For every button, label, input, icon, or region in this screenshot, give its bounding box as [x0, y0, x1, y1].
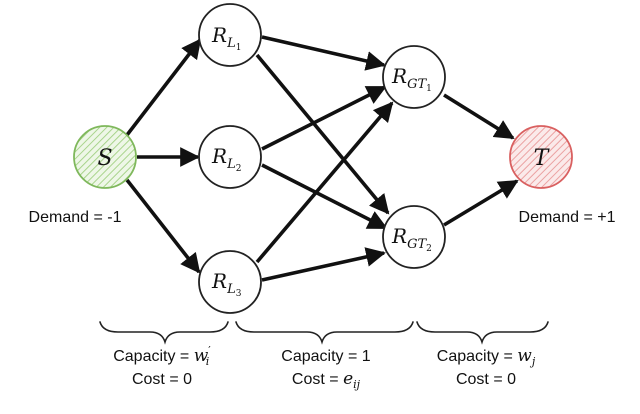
svg-text:RL3: RL3 — [211, 269, 242, 299]
sink-demand-label: Demand = +1 — [519, 209, 616, 226]
node-l3-sub: L — [226, 282, 236, 297]
left-group-annotation: Capacity = w′i Cost = 0 — [113, 344, 211, 388]
svg-text:RGT2: RGT2 — [391, 224, 432, 254]
right-group-annotation: Capacity = wj Cost = 0 — [437, 346, 536, 388]
edge-gt2-t — [443, 179, 519, 227]
node-gt1-subsub: 1 — [426, 84, 432, 94]
svg-text:RGT1: RGT1 — [391, 64, 432, 94]
middle-cost-sub: ij — [353, 378, 361, 391]
node-l3-subsub: 3 — [236, 289, 242, 299]
node-gt2-subsub: 2 — [426, 244, 432, 254]
middle-capacity-label: Capacity = — [281, 348, 361, 365]
braces — [99, 321, 549, 345]
svg-text:S: S — [97, 146, 112, 171]
right-cost-value: 0 — [507, 371, 516, 388]
node-gt1-letter: R — [391, 64, 407, 88]
right-capacity-var: w — [517, 346, 532, 366]
node-l1-sub: L — [226, 36, 236, 51]
node-l3: RL3 — [198, 250, 262, 314]
node-l3-letter: R — [211, 269, 227, 293]
node-s: S — [73, 125, 137, 189]
left-brace — [99, 321, 229, 345]
node-gt2: RGT2 — [382, 205, 446, 269]
svg-text:Capacity = w′i: Capacity = w′i — [113, 344, 211, 368]
node-gt1: RGT1 — [382, 45, 446, 109]
edge-l3-gt2 — [261, 247, 386, 282]
right-capacity-label: Capacity = — [437, 348, 517, 365]
edges — [125, 35, 519, 282]
left-cost-value: 0 — [183, 371, 192, 388]
middle-group-annotation: Capacity = 1 Cost = eij — [281, 348, 370, 391]
svg-text:Cost = 0: Cost = 0 — [456, 371, 516, 388]
edge-l2-gt1 — [261, 85, 387, 151]
right-cost-label: Cost = — [456, 371, 507, 388]
node-t: T — [509, 125, 573, 189]
node-gt1-sub: GT — [407, 77, 427, 92]
svg-text:Cost = eij: Cost = eij — [292, 369, 361, 391]
left-capacity-sub: i — [206, 355, 210, 368]
right-brace — [416, 321, 549, 345]
node-l1-letter: R — [211, 23, 227, 47]
left-capacity-prime: ′ — [208, 344, 211, 357]
node-l2-letter: R — [211, 144, 227, 168]
svg-text:RL1: RL1 — [211, 23, 241, 53]
middle-cost-label: Cost = — [292, 371, 343, 388]
edge-gt1-t — [443, 93, 515, 140]
node-l2-subsub: 2 — [236, 164, 242, 174]
svg-text:Cost = 0: Cost = 0 — [132, 371, 192, 388]
node-gt2-sub: GT — [407, 237, 427, 252]
edge-s-l3 — [125, 178, 201, 274]
svg-text:T: T — [534, 146, 551, 171]
edge-l1-gt2 — [255, 53, 390, 215]
edge-l1-gt1 — [261, 35, 386, 71]
left-cost-label: Cost = — [132, 371, 183, 388]
source-demand-label: Demand = -1 — [29, 209, 122, 226]
edge-s-l1 — [125, 38, 202, 137]
left-capacity-var: w — [194, 346, 209, 366]
edge-l2-gt2 — [261, 163, 388, 230]
right-capacity-sub: j — [529, 355, 536, 368]
edge-l3-gt1 — [255, 101, 394, 264]
node-l2: RL2 — [198, 125, 262, 189]
svg-text:RL2: RL2 — [211, 144, 241, 174]
middle-cost-var: e — [343, 369, 353, 389]
middle-brace — [235, 321, 414, 345]
node-t-label: T — [534, 146, 551, 171]
svg-text:Capacity = 1: Capacity = 1 — [281, 348, 370, 365]
middle-capacity-value: 1 — [362, 348, 371, 365]
node-l2-sub: L — [226, 157, 236, 172]
nodes: S RL1 RL2 RL3 RGT1 — [73, 3, 573, 314]
node-gt2-letter: R — [391, 224, 407, 248]
left-capacity-label: Capacity = — [113, 348, 193, 365]
node-l1: RL1 — [198, 3, 262, 67]
node-l1-subsub: 1 — [236, 43, 242, 53]
svg-text:Capacity = wj: Capacity = wj — [437, 346, 536, 368]
node-s-label: S — [97, 146, 112, 171]
